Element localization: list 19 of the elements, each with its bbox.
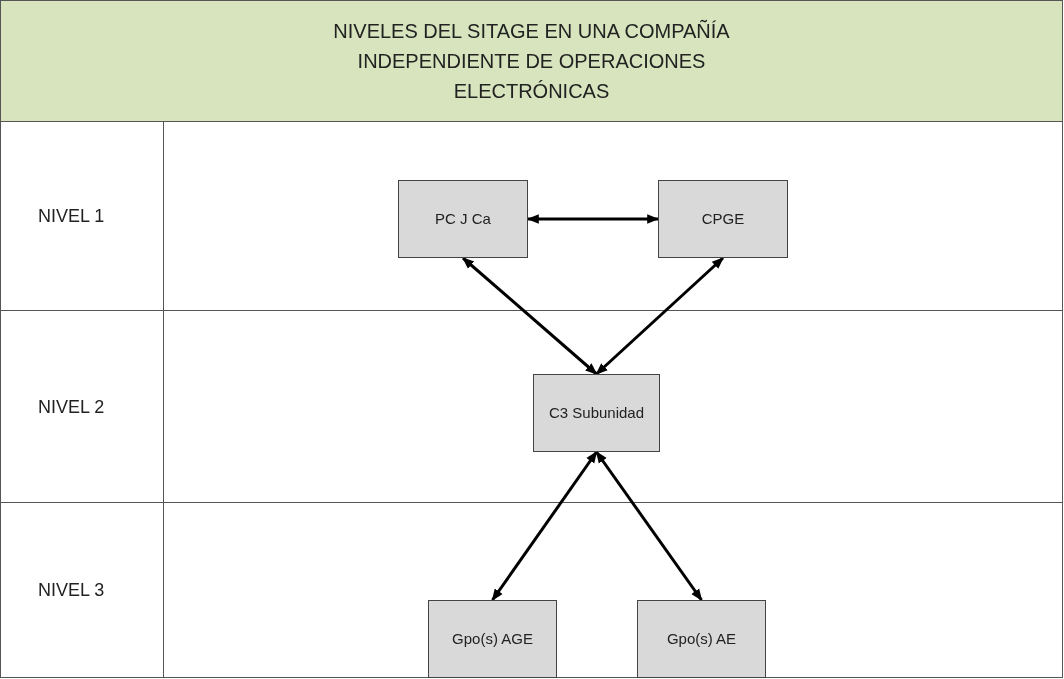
double-arrow — [595, 451, 703, 601]
unit-name: C3 Subunidad — [548, 403, 645, 423]
unit-name: Gpo(s) AE — [666, 629, 737, 649]
level-label: NIVEL 1 — [38, 204, 105, 228]
unit-name: CPGE — [701, 209, 745, 229]
diagram-title: NIVELES DEL SITAGE EN UNA COMPAÑÍA INDEPENDIENTE DE OPERACIONES ELECTRÓNICAS — [332, 18, 731, 104]
unit-box — [398, 180, 528, 258]
double-arrow — [462, 256, 598, 376]
unit-box — [658, 180, 788, 258]
unit-box — [533, 374, 660, 452]
double-arrow — [491, 451, 598, 601]
unit-box — [637, 600, 766, 678]
unit-name: Gpo(s) AGE — [452, 629, 533, 649]
unit-name: PC J Ca — [435, 209, 491, 229]
level-label: NIVEL 3 — [38, 579, 105, 602]
double-arrow — [595, 256, 724, 376]
unit-box — [428, 600, 557, 678]
double-arrow — [526, 214, 660, 224]
level-label: NIVEL 2 — [38, 395, 105, 419]
